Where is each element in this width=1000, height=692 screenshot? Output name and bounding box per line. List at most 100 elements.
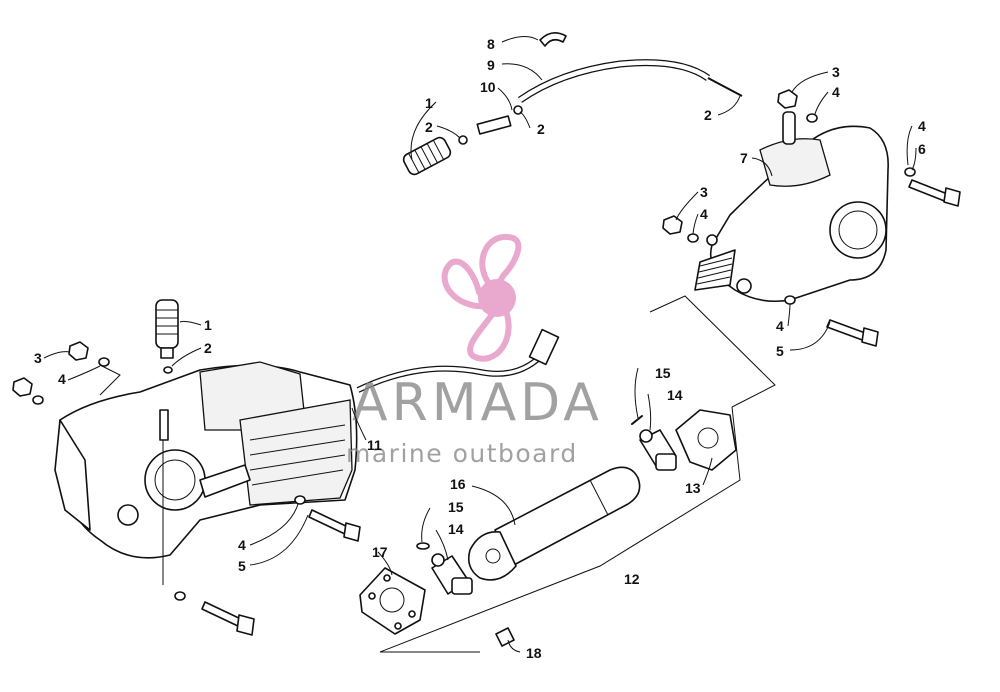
prop-blade-bottom [467,298,512,362]
prop-blade-left [441,258,495,310]
callout-7: 7 [740,150,748,166]
group-line-trans-hw [99,364,121,396]
drive-flange [359,567,426,635]
callout-9: 9 [487,57,495,73]
shift-shaft-stub [159,409,169,441]
cable-sheath-inner [518,60,710,102]
flange-hole-3 [383,574,391,582]
driveshaft-tube [494,466,641,567]
group-line-gearcase [649,295,776,408]
breather-tube [782,111,796,145]
shift-linkage-arm [199,464,251,498]
washer-right [904,167,916,177]
rear-yoke [675,409,737,471]
watermark: ARMADA marine outboard [346,233,603,468]
callout-5-trans: 5 [238,558,246,574]
callout-5-lower-right: 5 [776,343,784,359]
callout-4-left: 4 [58,371,66,387]
snap-ring-front [416,542,430,550]
driveshaft-yoke-end [467,531,517,581]
housing-ribs [249,424,346,486]
tube-weld-ring [589,479,609,516]
flange-hole-2 [408,610,416,618]
callout-labels: 8 9 10 2 1 2 2 3 4 4 6 7 3 4 4 5 1 2 3 4… [34,36,926,661]
trans-nut-left [12,377,33,397]
callout-4-trans: 4 [238,537,246,553]
washer-lower [784,295,796,305]
trans-bolt-lower-shank [201,601,244,628]
cable-clip [539,32,567,47]
washer-left [687,233,699,243]
trans-washer-upper [98,357,110,367]
callout-2-lower: 2 [204,340,212,356]
cable-wire [707,77,743,97]
callout-8: 8 [487,36,495,52]
callout-3-mid: 3 [700,184,708,200]
washer-upper [806,113,818,123]
flange-hole-4 [394,622,402,630]
driveshaft-assembly [359,409,737,647]
output-cable-inner [357,350,547,392]
callout-4-lower-right: 4 [776,318,784,334]
callout-15-upper: 15 [655,365,671,381]
trans-washer-right [294,495,306,505]
callout-14-lower: 14 [448,521,464,537]
trans-washer-lower [174,591,186,601]
transmission-hardware [12,341,361,636]
gear-case-mount-boss [736,278,752,294]
trans-nut-upper [68,341,89,361]
snap-ring-rear [631,415,643,425]
bolt-lower-head [861,327,879,347]
callout-18: 18 [526,645,542,661]
callout-17: 17 [372,544,388,560]
nut-upper [777,89,798,109]
callout-10: 10 [480,79,496,95]
callout-13: 13 [685,480,701,496]
transmission-drain-plug [117,504,139,526]
trans-washer-left [32,395,44,405]
callout-16: 16 [450,476,466,492]
group-line-driveshaft [379,406,741,653]
callout-2-cable: 2 [537,121,545,137]
trans-bolt-right-shank [308,509,351,536]
cable-connector [528,328,560,366]
shift-cable-assembly [356,32,743,393]
gear-case-output-bore [829,201,887,259]
bolt-right-head [943,187,961,207]
callout-12: 12 [624,571,640,587]
rear-gear-case [694,111,889,303]
callout-4-far-right: 4 [918,118,926,134]
rod-end [476,115,512,135]
cable-boot-lower [155,299,179,359]
boot-base [160,347,174,359]
callout-4-mid: 4 [700,206,708,222]
assembly-group-lines [99,295,776,653]
cable-boot-upper [402,136,452,176]
transmission-output-flange [144,449,206,511]
prop-blade-top [479,233,522,295]
gear-case-top-boss [759,138,831,187]
callout-2-right: 2 [704,107,712,123]
u-joint-rear [639,429,677,471]
flange-hub [379,587,405,613]
yoke-bore [485,548,501,564]
gear-case-hardware [662,89,961,347]
transmission-left-face [54,419,91,531]
rod-washer [458,135,468,145]
watermark-brand: ARMADA [352,373,603,433]
shaft-splines [696,257,733,285]
nut-left [662,215,683,235]
boot-clip [163,366,173,374]
callout-2-upper: 2 [425,119,433,135]
propeller-logo [441,233,522,362]
trans-bolt-right-head [343,522,361,542]
gear-case-output-bore-inner [838,210,878,250]
callout-1-upper: 1 [425,95,433,111]
trans-bolt-lower-head [236,614,255,636]
flange-hole-1 [368,592,376,600]
u-joint-front [431,553,473,595]
callout-3-left: 3 [34,350,42,366]
leader-lines [43,36,917,653]
